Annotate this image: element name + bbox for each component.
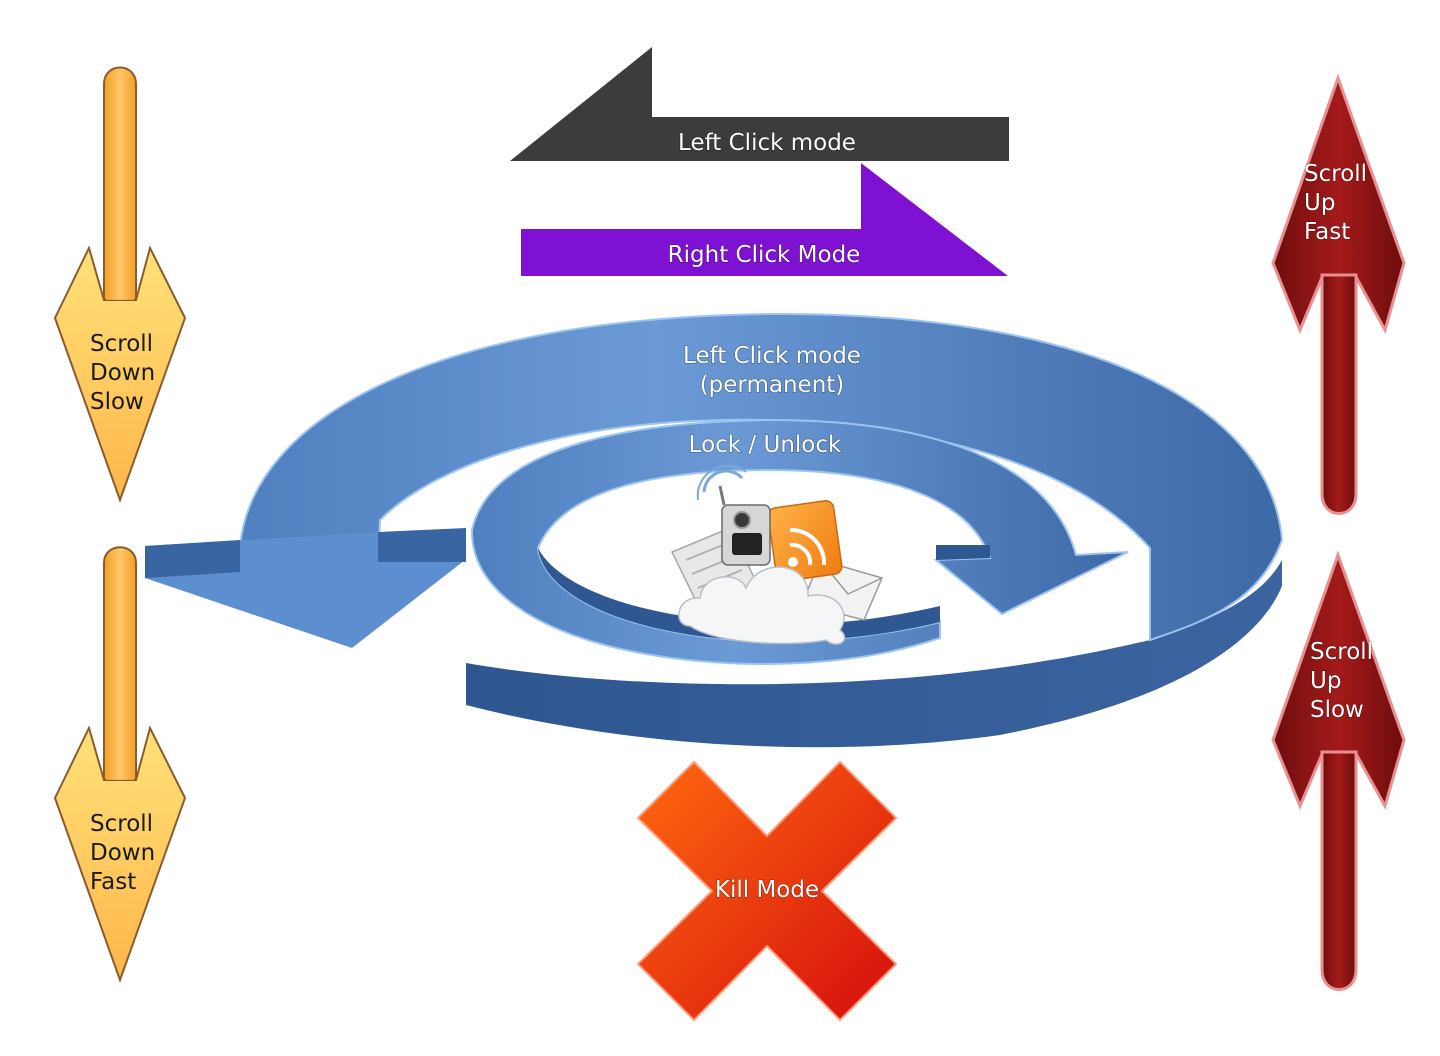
left-click-permanent-circular-arrow: Left Click mode (permanent) [145,312,1284,748]
scroll-down-fast-arrow: Scroll Down Fast [53,546,187,983]
scroll-up-fast-arrow: Scroll Up Fast [1271,73,1406,515]
kill-mode-label: Kill Mode [715,877,819,903]
lock-unlock-label: Lock / Unlock [689,432,842,458]
scroll-down-fast-word1: Scroll [90,811,153,837]
left-click-mode-arrow: Left Click mode [510,47,1009,161]
scroll-down-fast-word2: Down [90,840,155,866]
right-click-mode-arrow: Right Click Mode [521,163,1008,276]
scroll-up-fast-word3: Fast [1304,219,1350,245]
scroll-up-slow-word1: Scroll [1310,639,1373,665]
lock-unlock-circular-arrow: Lock / Unlock [470,418,1129,666]
left-click-mode-label: Left Click mode [678,130,856,156]
left-click-permanent-label-line1: Left Click mode [683,343,861,369]
scroll-down-slow-word2: Down [90,360,155,386]
scroll-up-slow-word2: Up [1310,668,1341,694]
scroll-down-fast-word3: Fast [90,869,136,895]
scroll-down-slow-word3: Slow [90,389,144,415]
cloud-network-icon [670,464,884,645]
scroll-down-slow-word1: Scroll [90,331,153,357]
scroll-up-fast-word1: Scroll [1304,161,1367,187]
left-click-permanent-label-line2: (permanent) [700,372,845,398]
scroll-down-slow-arrow: Scroll Down Slow [53,66,187,503]
scroll-up-slow-arrow: Scroll Up Slow [1271,550,1406,991]
kill-mode-cross: Kill Mode [636,760,898,1022]
scroll-up-fast-word2: Up [1304,190,1335,216]
right-click-mode-label: Right Click Mode [668,242,861,268]
scroll-up-slow-word3: Slow [1310,697,1364,723]
